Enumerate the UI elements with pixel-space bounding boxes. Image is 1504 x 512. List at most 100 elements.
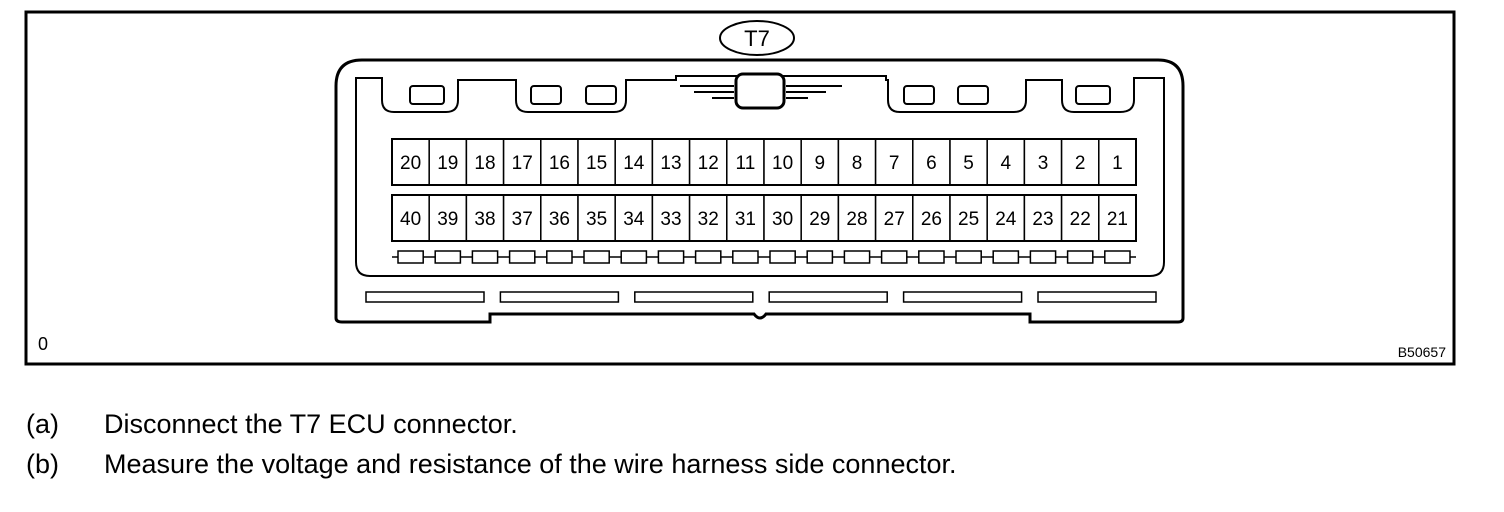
lock-tab bbox=[806, 250, 834, 264]
lock-tab bbox=[471, 250, 499, 264]
figure-code: B50657 bbox=[1398, 344, 1446, 360]
pin-number: 1 bbox=[1112, 153, 1123, 174]
alignment-slot bbox=[530, 85, 562, 105]
center-latch bbox=[734, 72, 786, 110]
alignment-slot bbox=[585, 85, 617, 105]
pin-number: 7 bbox=[889, 153, 900, 174]
pin-number: 8 bbox=[852, 153, 863, 174]
instruction-list: (a) Disconnect the T7 ECU connector. (b)… bbox=[26, 404, 957, 484]
lock-tab bbox=[955, 250, 982, 264]
pin-number: 30 bbox=[772, 209, 793, 230]
alignment-slot bbox=[409, 85, 445, 105]
pin-number: 40 bbox=[400, 209, 421, 230]
pin-row-outline bbox=[391, 138, 1137, 186]
lock-tab bbox=[1066, 250, 1094, 264]
pin-number: 23 bbox=[1032, 209, 1053, 230]
pin-number: 10 bbox=[772, 153, 793, 174]
pin-cell bbox=[1098, 138, 1137, 186]
pin-number: 33 bbox=[660, 209, 681, 230]
pin-number: 24 bbox=[995, 209, 1017, 230]
pin-number: 25 bbox=[958, 209, 979, 230]
pin-number: 22 bbox=[1070, 209, 1091, 230]
pin-number: 27 bbox=[884, 209, 905, 230]
lock-tab bbox=[880, 250, 908, 264]
lock-tab bbox=[620, 250, 648, 264]
pin-cell bbox=[688, 194, 728, 242]
pin-number: 20 bbox=[400, 153, 421, 174]
connector-housing bbox=[334, 58, 1185, 324]
housing-rib bbox=[634, 291, 754, 303]
corner-mark: 0 bbox=[38, 334, 48, 354]
housing-rib bbox=[365, 291, 485, 303]
latch-rails-right bbox=[786, 85, 842, 99]
pin-number: 11 bbox=[736, 153, 756, 174]
pin-row-outline bbox=[391, 194, 1137, 242]
pin-number: 21 bbox=[1107, 209, 1128, 230]
pin-number: 36 bbox=[549, 209, 570, 230]
pin-number: 29 bbox=[809, 209, 830, 230]
figure-frame bbox=[24, 10, 1456, 366]
pin-number: 14 bbox=[623, 153, 645, 174]
pin-number: 31 bbox=[735, 209, 756, 230]
pin-number: 37 bbox=[512, 209, 533, 230]
pin-number: 18 bbox=[474, 153, 495, 174]
alignment-slot bbox=[957, 85, 989, 105]
lock-tab bbox=[434, 250, 462, 264]
pin-cell bbox=[949, 138, 988, 186]
lock-tab bbox=[843, 250, 871, 264]
pin-number: 34 bbox=[623, 209, 645, 230]
step-text: Measure the voltage and resistance of th… bbox=[104, 449, 957, 479]
alignment-slot bbox=[1075, 85, 1111, 105]
instruction-step: (b) Measure the voltage and resistance o… bbox=[26, 444, 957, 484]
lock-tab bbox=[397, 250, 424, 264]
pin-number: 9 bbox=[815, 153, 826, 174]
housing-rib-row bbox=[365, 291, 1157, 303]
pin-number: 35 bbox=[586, 209, 607, 230]
lock-tab bbox=[732, 250, 759, 264]
lock-tab bbox=[769, 250, 796, 264]
step-text: Disconnect the T7 ECU connector. bbox=[104, 409, 518, 439]
lock-tab bbox=[657, 250, 685, 264]
pin-cell bbox=[428, 194, 468, 242]
instruction-step: (a) Disconnect the T7 ECU connector. bbox=[26, 404, 957, 444]
alignment-slot bbox=[903, 85, 935, 105]
lock-tab bbox=[546, 250, 573, 264]
pin-cell bbox=[1023, 138, 1063, 186]
connector-inner-wall bbox=[355, 75, 1165, 277]
lock-tab-row bbox=[392, 250, 1136, 264]
pin-number: 16 bbox=[549, 153, 570, 174]
pin-number: 17 bbox=[512, 153, 533, 174]
pin-cell bbox=[688, 138, 728, 186]
lock-tab bbox=[918, 250, 945, 264]
step-marker: (b) bbox=[26, 449, 59, 479]
pin-number: 2 bbox=[1075, 153, 1086, 174]
housing-rib bbox=[902, 291, 1023, 303]
pin-number: 3 bbox=[1038, 153, 1049, 174]
pin-number: 32 bbox=[698, 209, 719, 230]
pin-number: 39 bbox=[437, 209, 458, 230]
housing-rib bbox=[768, 291, 888, 303]
lock-tab bbox=[694, 250, 722, 264]
step-marker: (a) bbox=[26, 409, 59, 439]
pin-number: 12 bbox=[698, 153, 719, 174]
latch-rails-left bbox=[680, 85, 734, 99]
pin-number: 6 bbox=[926, 153, 937, 174]
pin-number: 26 bbox=[921, 209, 942, 230]
pin-number: 38 bbox=[474, 209, 495, 230]
pin-number: 5 bbox=[963, 153, 974, 174]
lock-tab bbox=[1104, 250, 1131, 264]
pin-cell bbox=[912, 138, 951, 186]
pin-cell bbox=[577, 194, 616, 242]
housing-rib bbox=[499, 291, 620, 303]
connector-label: T7 bbox=[744, 26, 770, 51]
pin-number: 4 bbox=[1001, 153, 1012, 174]
pin-cell bbox=[1060, 138, 1100, 186]
pin-cell bbox=[874, 194, 914, 242]
connector-label-oval bbox=[719, 20, 795, 56]
lock-tab bbox=[508, 250, 536, 264]
pin-number: 15 bbox=[586, 153, 607, 174]
housing-rib bbox=[1037, 291, 1157, 303]
lock-tab bbox=[583, 250, 610, 264]
